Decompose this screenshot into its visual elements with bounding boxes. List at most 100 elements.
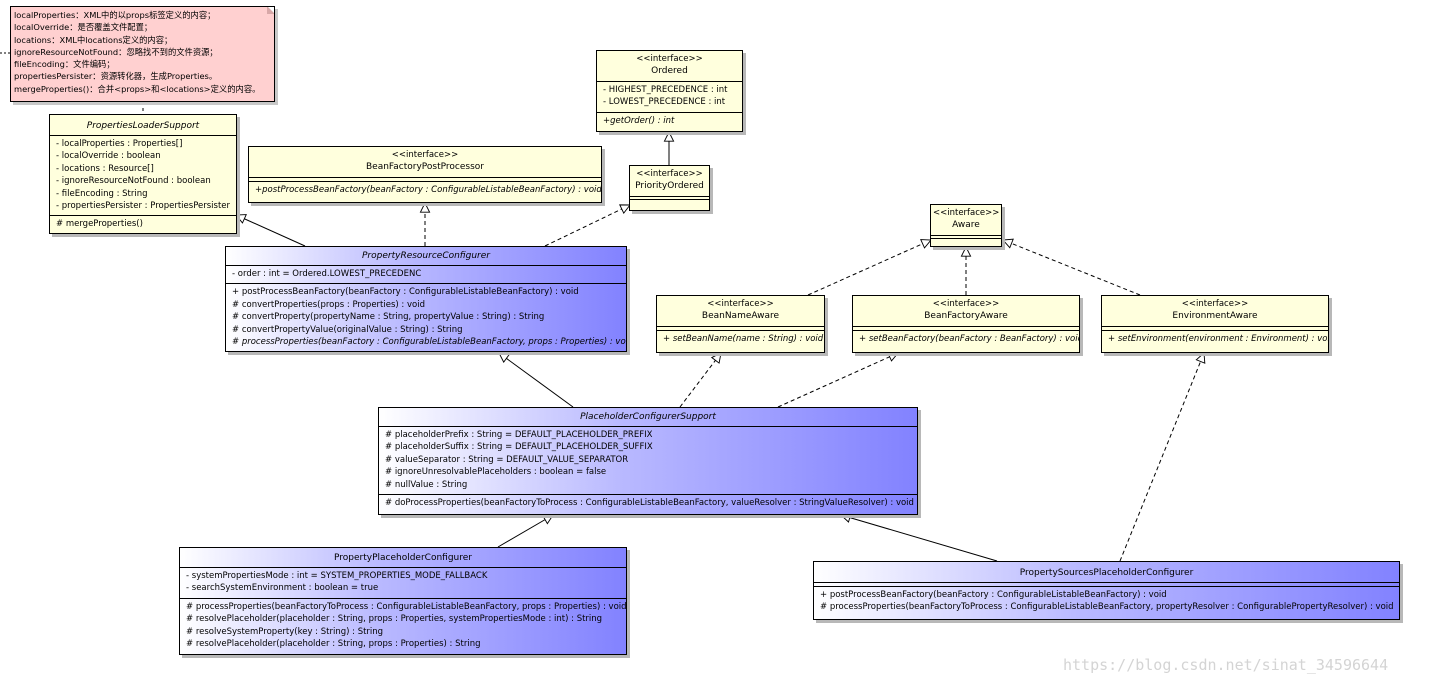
operation: # processProperties(beanFactoryToProcess… <box>820 602 1394 613</box>
aware-interface[interactable]: <<interface>> Aware <box>930 204 1002 247</box>
attribute: - searchSystemEnvironment : boolean = tr… <box>186 583 379 594</box>
edge-environmentaware-aware <box>1003 240 1141 296</box>
class-header: PropertyResourceConfigurer <box>226 247 626 265</box>
operation: # convertProperties(props : Properties) … <box>232 299 425 310</box>
stereotype-label: <<interface>> <box>636 54 703 64</box>
placeholder-configurer-support-class[interactable]: PlaceholderConfigurerSupport # placehold… <box>378 407 918 515</box>
attributes-section: - HIGHEST_PRECEDENCE : int - LOWEST_PREC… <box>597 81 742 112</box>
ordered-interface[interactable]: <<interface>> Ordered - HIGHEST_PRECEDEN… <box>596 50 743 132</box>
class-name: PropertyResourceConfigurer <box>362 251 490 261</box>
note-fold-corner <box>267 7 274 14</box>
class-name: PriorityOrdered <box>635 181 704 191</box>
operation: # processProperties(beanFactory : Config… <box>232 337 627 348</box>
class-header: <<interface>> PriorityOrdered <box>630 166 709 196</box>
class-name: PropertySourcesPlaceholderConfigurer <box>1019 568 1194 578</box>
class-name: BeanFactoryPostProcessor <box>366 162 484 172</box>
edge-prc-priorityordered <box>544 205 630 247</box>
priority-ordered-interface[interactable]: <<interface>> PriorityOrdered <box>629 165 710 211</box>
stereotype-label: <<interface>> <box>636 169 703 179</box>
attributes-section <box>657 326 824 330</box>
class-header: <<interface>> BeanFactoryPostProcessor <box>249 147 601 177</box>
attribute: # ignoreUnresolvablePlaceholders : boole… <box>385 467 607 478</box>
class-header: <<interface>> EnvironmentAware <box>1102 296 1328 326</box>
environment-aware-interface[interactable]: <<interface>> EnvironmentAware + setEnvi… <box>1101 295 1329 353</box>
attribute: - ignoreResourceNotFound : boolean <box>56 176 211 187</box>
edge-pspc-pcs <box>841 515 998 562</box>
attribute: - systemPropertiesMode : int = SYSTEM_PR… <box>186 571 488 581</box>
operations-section: # doProcessProperties(beanFactoryToProce… <box>379 494 917 512</box>
operations-section: + setEnvironment(environment : Environme… <box>1102 330 1328 348</box>
operations-section: + setBeanFactory(beanFactory : BeanFacto… <box>853 330 1079 348</box>
stereotype-label: <<interface>> <box>1181 299 1249 309</box>
attribute: - locations : Resource[] <box>56 163 154 174</box>
class-name: BeanNameAware <box>701 311 780 321</box>
attribute: - LOWEST_PRECEDENCE : int <box>603 97 726 108</box>
stereotype-label: <<interface>> <box>933 208 1000 218</box>
edge-pcs-beanfactoryaware <box>777 353 898 408</box>
attributes-section: - systemPropertiesMode : int = SYSTEM_PR… <box>180 567 626 598</box>
attribute: # placeholderPrefix : String = DEFAULT_P… <box>385 430 653 440</box>
bean-factory-aware-interface[interactable]: <<interface>> BeanFactoryAware + setBean… <box>852 295 1080 353</box>
attribute: # placeholderSuffix : String = DEFAULT_P… <box>385 442 653 453</box>
operations-section: + setBeanName(name : String) : void <box>657 330 824 348</box>
operation: # processProperties(beanFactoryToProcess… <box>186 601 627 612</box>
attributes-section <box>630 196 709 199</box>
operations-section: # processProperties(beanFactoryToProcess… <box>180 597 627 654</box>
attributes-section: - order : int = Ordered.LOWEST_PRECEDENC <box>226 265 626 283</box>
attribute: # valueSeparator : String = DEFAULT_VALU… <box>385 454 629 465</box>
operations-section: +postProcessBeanFactory(beanFactory : Co… <box>249 181 601 199</box>
edge-ppc-pcs <box>497 515 553 548</box>
attribute: - HIGHEST_PRECEDENCE : int <box>603 85 728 95</box>
class-header: <<interface>> Ordered <box>597 51 742 81</box>
class-name: PropertyPlaceholderConfigurer <box>334 553 472 563</box>
class-header: <<interface>> BeanNameAware <box>657 296 824 326</box>
property-sources-placeholder-configurer-class[interactable]: PropertySourcesPlaceholderConfigurer + p… <box>813 561 1400 620</box>
attributes-section <box>853 326 1079 330</box>
note-line: fileEncoding：文件编码； <box>14 59 115 70</box>
operations-section: # mergeProperties() <box>50 215 236 233</box>
watermark-text: https://blog.csdn.net/sinat_34596644 <box>1063 656 1389 674</box>
note-line: localProperties：XML中的以props标签定义的内容； <box>14 10 216 20</box>
attributes-section <box>814 582 1399 586</box>
note-line: locations：XML中locations定义的内容； <box>14 34 173 45</box>
operation: # resolveSystemProperty(key : String) : … <box>186 626 384 637</box>
properties-loader-support-class[interactable]: PropertiesLoaderSupport - localPropertie… <box>49 114 237 234</box>
bean-name-aware-interface[interactable]: <<interface>> BeanNameAware + setBeanNam… <box>656 295 825 353</box>
stereotype-label: <<interface>> <box>391 150 459 160</box>
property-placeholder-configurer-class[interactable]: PropertyPlaceholderConfigurer - systemPr… <box>179 547 627 655</box>
attribute: - fileEncoding : String <box>56 188 148 199</box>
operation: + postProcessBeanFactory(beanFactory : C… <box>232 287 579 298</box>
note-box: localProperties：XML中的以props标签定义的内容； loca… <box>10 6 275 102</box>
operation: # resolvePlaceholder(placeholder : Strin… <box>186 639 481 650</box>
operations-section: + postProcessBeanFactory(beanFactory : C… <box>814 586 1399 617</box>
operations-section: + postProcessBeanFactory(beanFactory : C… <box>226 283 626 351</box>
attribute: - localProperties : Properties[] <box>56 139 183 149</box>
attribute: - propertiesPersister : PropertiesPersis… <box>56 201 231 212</box>
attributes-section <box>249 177 601 181</box>
operation: + setEnvironment(environment : Environme… <box>1108 334 1329 344</box>
attributes-section: # placeholderPrefix : String = DEFAULT_P… <box>379 426 917 494</box>
operation: # resolvePlaceholder(placeholder : Strin… <box>186 614 603 625</box>
attribute: - order : int = Ordered.LOWEST_PRECEDENC <box>232 269 422 279</box>
class-header: <<interface>> BeanFactoryAware <box>853 296 1079 326</box>
stereotype-label: <<interface>> <box>707 299 774 309</box>
class-header: <<interface>> Aware <box>931 205 1001 235</box>
stereotype-label: <<interface>> <box>932 299 1000 309</box>
property-resource-configurer-class[interactable]: PropertyResourceConfigurer - order : int… <box>225 246 627 352</box>
bean-factory-post-processor-interface[interactable]: <<interface>> BeanFactoryPostProcessor +… <box>248 146 602 203</box>
operations-section: +getOrder() : int <box>597 111 742 130</box>
operation: + postProcessBeanFactory(beanFactory : C… <box>820 590 1167 600</box>
operation: +getOrder() : int <box>603 115 675 126</box>
class-header: PropertiesLoaderSupport <box>50 115 236 135</box>
note-line: propertiesPersister：资源转化器，生成Properties。 <box>14 71 218 82</box>
note-line: mergeProperties()：合并<props>和<locations>定… <box>14 83 261 94</box>
class-name: BeanFactoryAware <box>924 311 1008 321</box>
class-name: Ordered <box>651 66 688 76</box>
note-line: localOverride：是否覆盖文件配置； <box>14 22 153 33</box>
operation: # convertPropertyValue(originalValue : S… <box>232 324 463 335</box>
edge-pcs-prc <box>499 353 574 408</box>
edge-pspc-environmentaware <box>1119 353 1204 562</box>
operations-section <box>931 238 1001 243</box>
operation: # doProcessProperties(beanFactoryToProce… <box>385 498 914 509</box>
operations-section <box>630 199 709 204</box>
